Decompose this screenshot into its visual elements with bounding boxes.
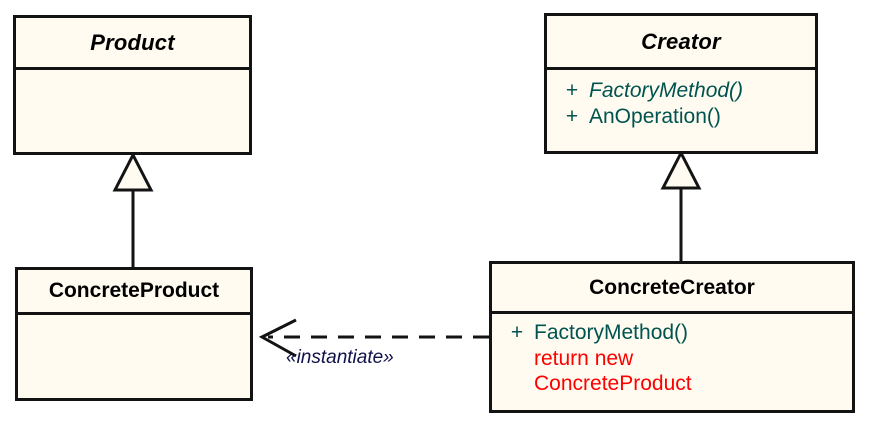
generalization-concretecreator-to-creator [660,149,702,261]
class-members-creator: + FactoryMethod() + AnOperation() [547,70,815,151]
class-name-creator: Creator [547,16,815,70]
method-body-line: ConcreteProduct [534,372,692,395]
generalization-concreteproduct-to-product [112,151,154,267]
class-members-concreteproduct [18,315,250,398]
class-box-concreteproduct[interactable]: ConcreteProduct [15,267,253,401]
member-row: + AnOperation() [555,104,815,130]
member-row: + FactoryMethod() [555,78,815,104]
member-visibility: + [565,79,579,102]
class-name-concreteproduct: ConcreteProduct [18,270,250,315]
class-box-concretecreator[interactable]: ConcreteCreator + FactoryMethod() return… [489,261,855,413]
member-visibility: + [565,105,579,128]
member-name: AnOperation() [589,105,721,128]
class-members-concretecreator: + FactoryMethod() return new ConcretePro… [492,314,852,410]
class-box-creator[interactable]: Creator + FactoryMethod() + AnOperation(… [544,13,818,154]
member-name: FactoryMethod() [589,79,744,102]
member-visibility: + [510,321,524,344]
class-members-product [16,70,249,152]
class-box-product[interactable]: Product [13,15,252,155]
generalization-triangle-product [112,151,154,192]
class-name-product: Product [16,18,249,70]
method-body-line: return new [534,347,634,370]
member-name: FactoryMethod() [534,321,689,344]
generalization-triangle-creator [660,149,702,190]
member-row: + FactoryMethod() [500,320,852,346]
class-name-concretecreator: ConcreteCreator [492,264,852,314]
dependency-label-instantiate: «instantiate» [286,347,394,368]
